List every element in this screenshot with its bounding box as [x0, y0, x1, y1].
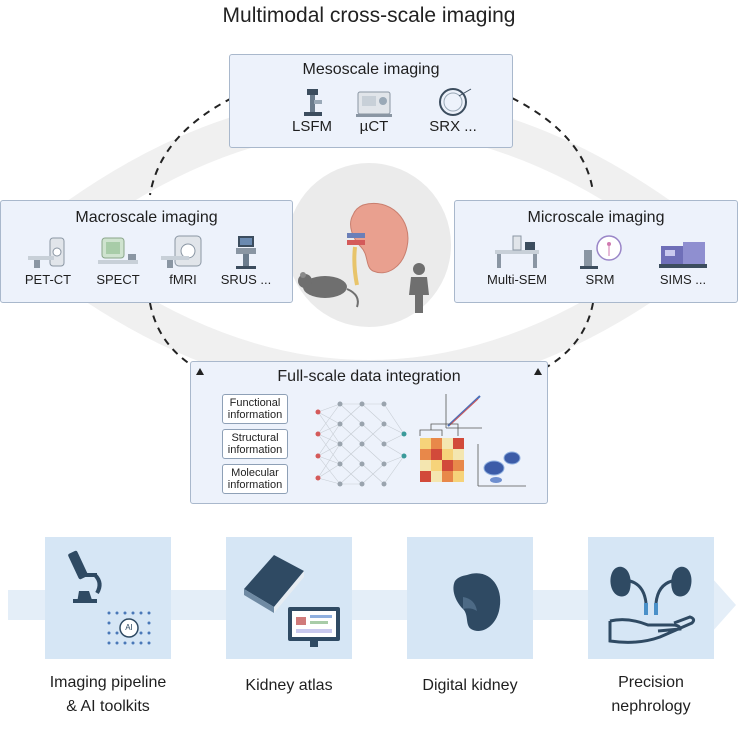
- device-srus: SRUS ...: [218, 234, 274, 287]
- device-srm: SRM: [572, 234, 628, 287]
- micro-ct-scanner-icon: [356, 91, 392, 117]
- device-label: fMRI: [169, 272, 197, 287]
- device-sims: SIMS ...: [650, 234, 716, 287]
- mri-scanner-icon: [161, 235, 202, 268]
- app-label-imaging-pipeline: Imaging pipeline & AI toolkits: [28, 671, 188, 719]
- page-title: Multimodal cross-scale imaging: [222, 4, 516, 27]
- app-label-kidney-atlas: Kidney atlas: [209, 674, 369, 698]
- device-label: SRM: [585, 272, 615, 287]
- dashed-arc-bottom-left: [149, 302, 197, 369]
- mesoscale-title: Mesoscale imaging: [302, 61, 440, 78]
- pet-ct-scanner-icon: [28, 237, 65, 268]
- dashed-arc-bottom-right: [544, 302, 594, 369]
- integration-title: Full-scale data integration: [277, 368, 461, 385]
- device-fmri: fMRI: [158, 234, 208, 287]
- kidney-icon: [347, 203, 409, 286]
- device-srx: SRX ...: [418, 86, 488, 135]
- device-spect: SPECT: [90, 234, 146, 287]
- device-label: SIMS ...: [659, 272, 707, 287]
- flow-arrow-band: [8, 578, 736, 632]
- device-micro-ct: µCT: [344, 86, 404, 135]
- macroscale-title: Macroscale imaging: [75, 209, 218, 226]
- dashed-arc-top-right: [511, 97, 594, 193]
- neural-network-icon: [317, 403, 405, 485]
- app-label-digital-kidney: Digital kidney: [390, 674, 550, 698]
- heatmap-icon: [419, 423, 464, 482]
- info-box-functional: Functional information: [222, 394, 288, 424]
- integration-visuals: [315, 394, 526, 487]
- app-tile-imaging-pipeline: AI: [45, 537, 171, 659]
- app-label-line: Imaging pipeline: [49, 674, 167, 691]
- network-nodes: [315, 401, 407, 487]
- person-icon: [409, 263, 429, 313]
- app-label-line: Kidney atlas: [245, 677, 333, 694]
- arrow-up-left-icon: [196, 368, 204, 375]
- device-label: Multi-SEM: [487, 272, 547, 287]
- digital-kidney-icon: [453, 573, 501, 631]
- synchrotron-ring-icon: [439, 88, 472, 116]
- app-tile-precision-nephrology: [588, 537, 714, 659]
- scatter-plot-icon: [445, 394, 482, 429]
- app-tile-digital-kidney: [407, 537, 533, 659]
- spect-scanner-icon: [98, 237, 138, 264]
- app-tile-kidney-atlas: [226, 537, 352, 659]
- microscope-icon: [304, 89, 322, 116]
- device-lsfm: LSFM: [282, 86, 342, 135]
- book-monitor-icon: [244, 555, 340, 647]
- macroscale-panel: Macroscale imaging: [0, 200, 293, 303]
- microscale-title: Microscale imaging: [527, 209, 665, 226]
- device-multi-sem: Multi-SEM: [484, 234, 550, 287]
- center-organisms: [298, 203, 429, 313]
- device-label: SPECT: [96, 272, 140, 287]
- electron-microscope-icon: [495, 235, 539, 268]
- kidneys-hand-icon: [608, 566, 696, 644]
- device-label: µCT: [359, 118, 389, 135]
- app-label-line: & AI toolkits: [66, 698, 150, 715]
- device-pet-ct: PET-CT: [20, 234, 76, 287]
- super-resolution-microscope-icon: [580, 235, 622, 269]
- ai-badge: AI: [125, 623, 133, 632]
- info-box-molecular: Molecular information: [222, 464, 288, 494]
- app-label-line: Precision: [618, 674, 684, 691]
- microscope-ai-icon: [68, 550, 151, 645]
- arrow-up-right-icon: [534, 368, 542, 375]
- device-label: SRUS ...: [220, 272, 272, 287]
- app-label-line: nephrology: [611, 698, 691, 715]
- device-label: LSFM: [291, 118, 332, 135]
- mouse-icon: [298, 272, 359, 308]
- device-label: PET-CT: [24, 272, 72, 287]
- density-plot-icon: [477, 444, 526, 487]
- app-label-precision-nephrology: Precision nephrology: [571, 671, 731, 719]
- ultrasound-cart-icon: [236, 236, 256, 269]
- mass-spectrometer-icon: [659, 242, 707, 268]
- device-label: SRX ...: [429, 118, 477, 135]
- info-box-structural: Structural information: [222, 429, 288, 459]
- integration-corner-arrows: [196, 368, 542, 375]
- dashed-arc-top-left: [149, 97, 233, 196]
- app-label-line: Digital kidney: [422, 677, 518, 694]
